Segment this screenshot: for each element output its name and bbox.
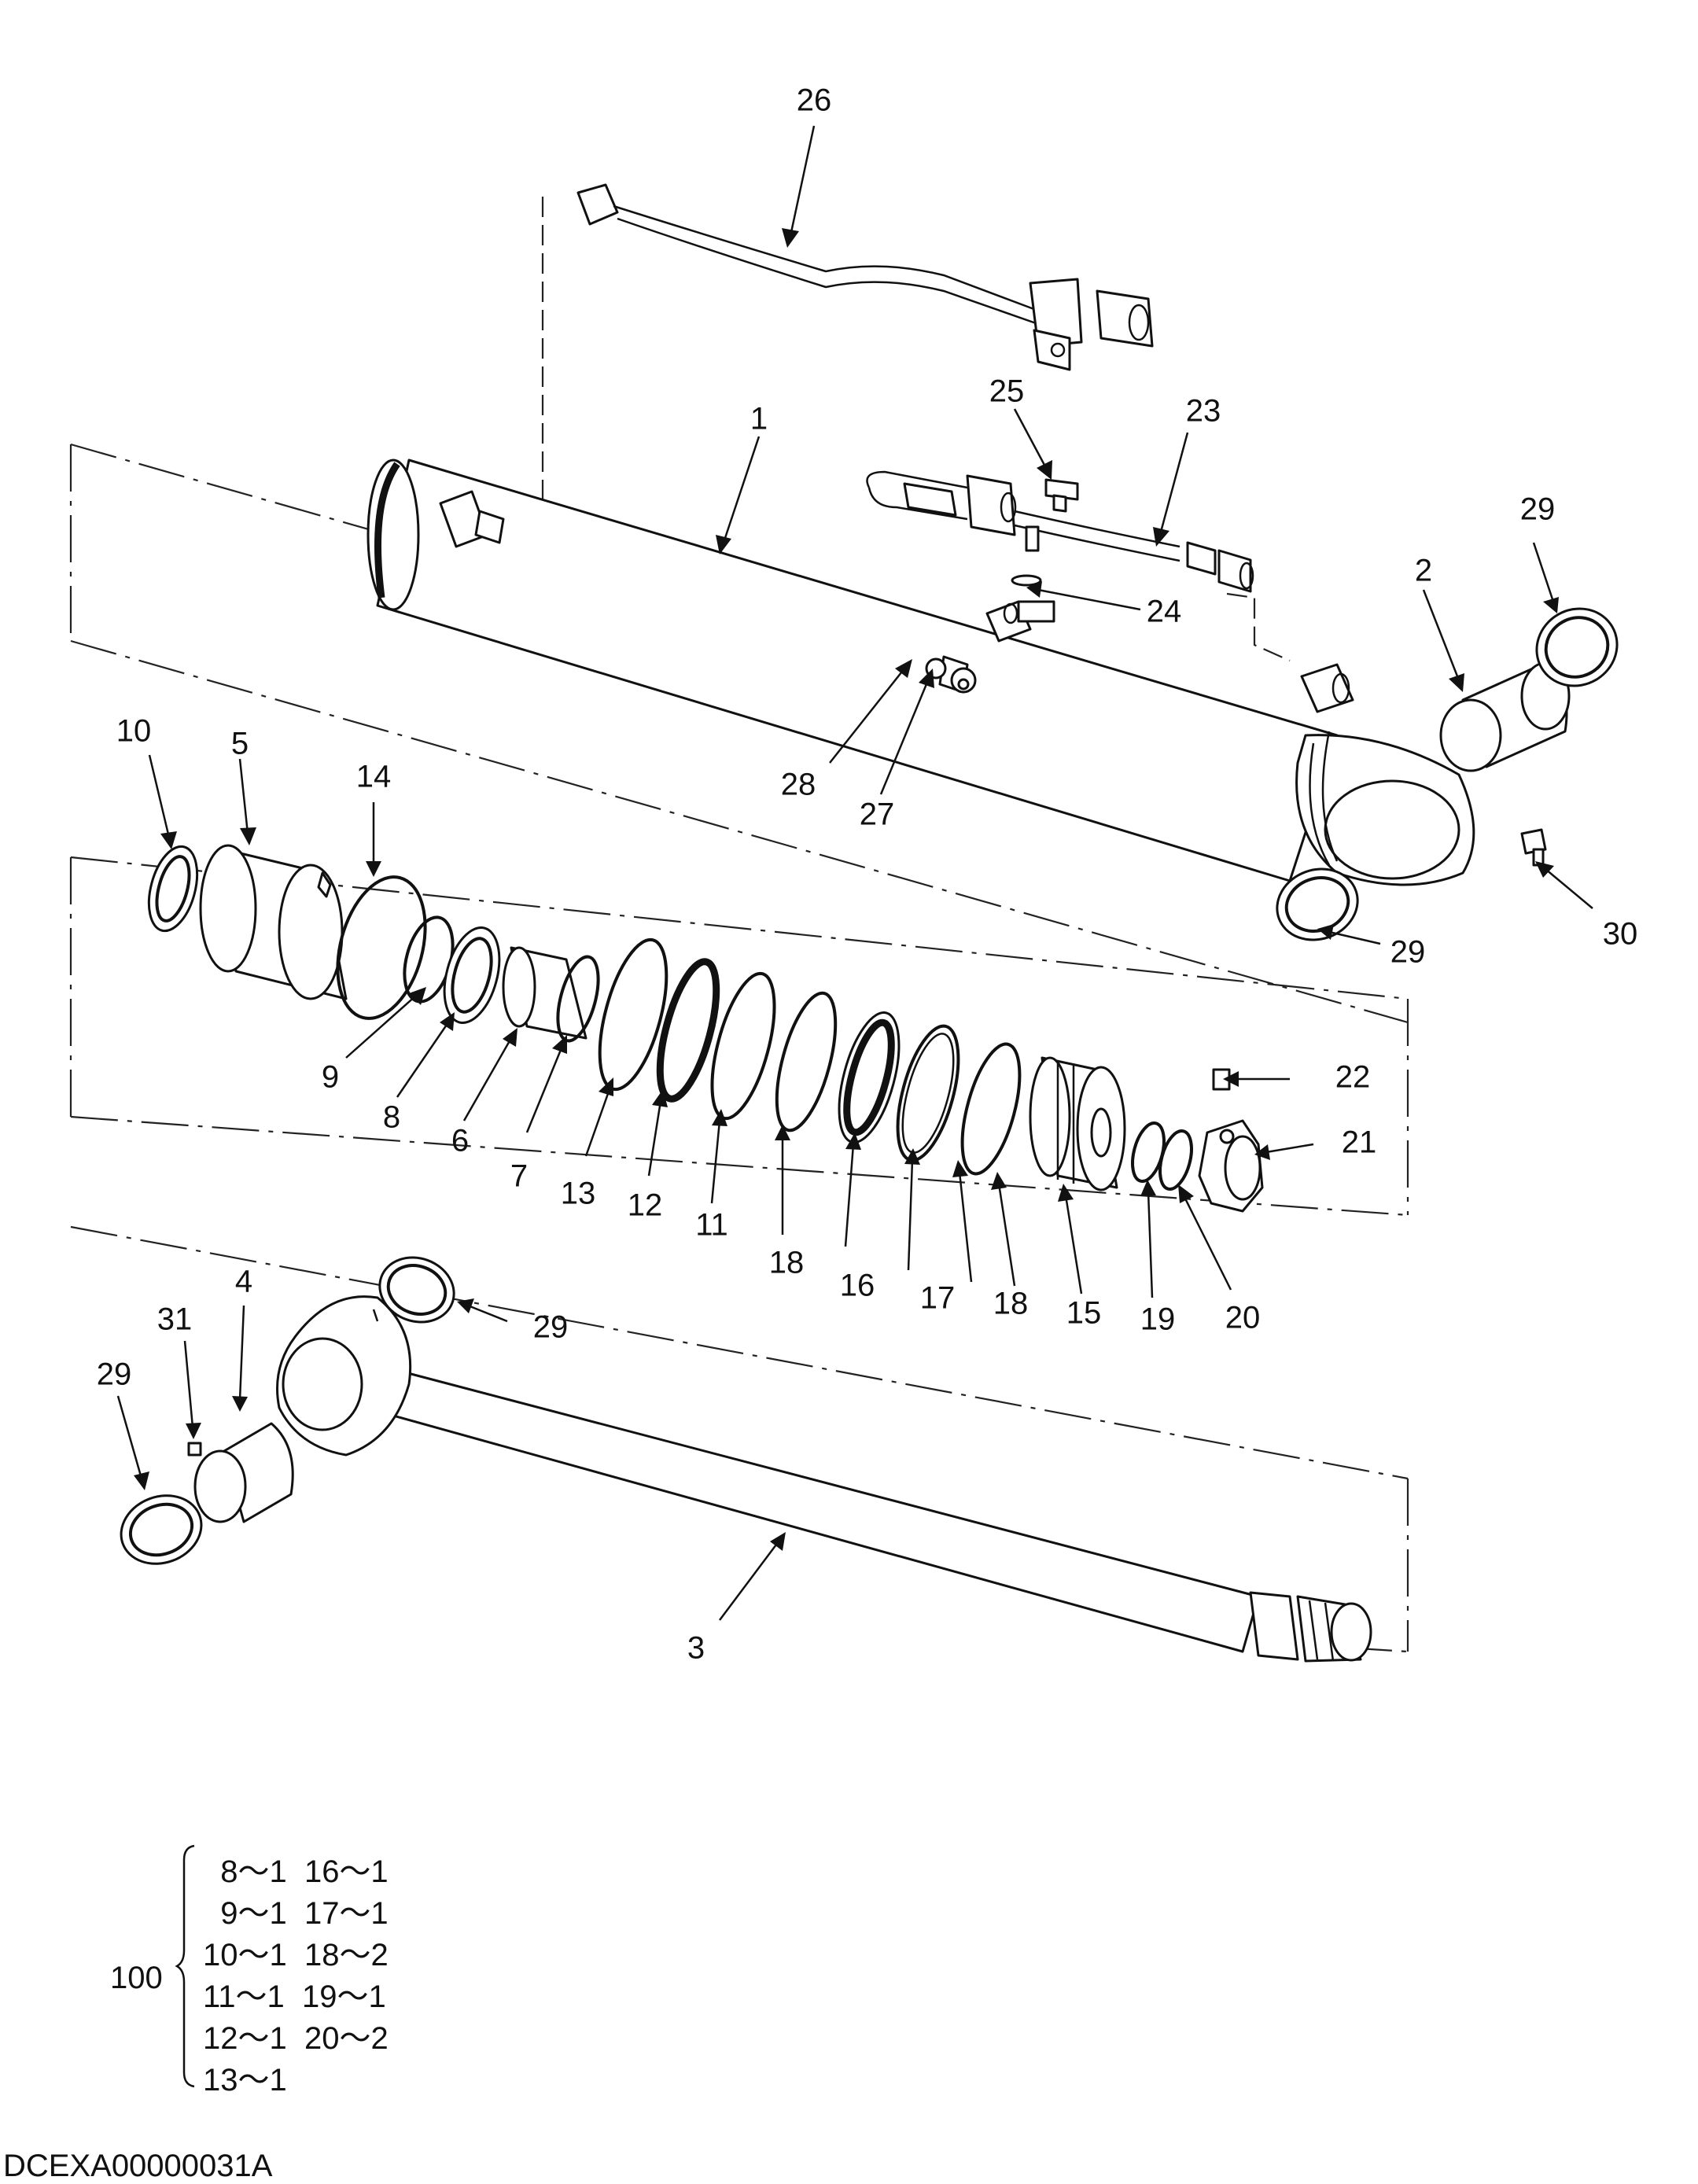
part-8-seal — [443, 926, 501, 1024]
part-14-o-ring — [336, 875, 427, 1020]
callout-2: 2 — [1415, 554, 1432, 588]
callout-11: 11 — [695, 1208, 728, 1243]
callout-25: 25 — [989, 374, 1025, 409]
part-30-grease-fitting — [1520, 828, 1547, 867]
callout-labels: 26 1 25 23 24 29 2 28 27 29 30 10 5 14 9… — [97, 83, 1638, 1666]
kit-line: 12～1 20～2 — [203, 2021, 389, 2056]
callout-29-head: 29 — [1390, 935, 1426, 970]
callout-31: 31 — [157, 1302, 193, 1337]
part-26-pipe — [576, 183, 1154, 371]
callout-29-top-right: 29 — [1520, 492, 1556, 527]
callout-27: 27 — [860, 797, 895, 832]
part-15-piston — [1029, 1056, 1126, 1191]
callout-29-bottom-left: 29 — [97, 1357, 132, 1392]
callout-6: 6 — [451, 1124, 469, 1158]
callout-7: 7 — [510, 1159, 528, 1194]
part-13-ring — [598, 937, 669, 1092]
part-20-backup-ring — [1158, 1129, 1193, 1191]
callout-28: 28 — [781, 768, 816, 802]
part-29-seal-bottom-left — [120, 1494, 203, 1565]
part-12-ring — [656, 958, 720, 1103]
callout-5: 5 — [231, 727, 249, 761]
callout-14: 14 — [356, 760, 392, 794]
callout-3: 3 — [687, 1631, 705, 1666]
part-4-bushing — [193, 1422, 294, 1523]
callout-9: 9 — [322, 1060, 339, 1095]
part-5-rod-cover — [199, 844, 348, 1000]
callout-1: 1 — [750, 402, 768, 436]
callout-21: 21 — [1342, 1125, 1377, 1160]
part-18-ring-a — [775, 991, 838, 1133]
callout-18-b: 18 — [993, 1287, 1029, 1321]
part-22-set-screw — [1212, 1068, 1231, 1091]
callout-18-a: 18 — [769, 1246, 805, 1280]
callout-19: 19 — [1140, 1302, 1176, 1337]
part-21-nut — [1198, 1119, 1264, 1213]
callout-29-rod-eye: 29 — [533, 1310, 569, 1345]
document-code: DCEXA00000031A — [3, 2149, 273, 2183]
kit-line: 8～1 16～1 — [203, 1854, 389, 1889]
kit-line: 10～1 18～2 — [203, 1938, 389, 1972]
callout-24: 24 — [1147, 595, 1182, 629]
part-29-seal-top-right — [1535, 607, 1619, 687]
kit-line: 11～1 19～1 — [203, 1980, 386, 2014]
kit-label: 100 — [110, 1961, 163, 1995]
callout-26: 26 — [797, 83, 832, 118]
callout-22: 22 — [1335, 1060, 1371, 1095]
callout-15: 15 — [1066, 1296, 1102, 1331]
part-29-seal-rod-eye — [378, 1256, 455, 1324]
leader-lines — [116, 125, 1593, 1621]
kit-line: 13～1 — [203, 2063, 287, 2097]
part-1-cylinder-tube — [366, 459, 1475, 886]
callout-8: 8 — [383, 1100, 400, 1135]
callout-23: 23 — [1186, 394, 1221, 429]
part-24-washer — [1011, 574, 1042, 587]
part-31-grease-fitting — [187, 1442, 202, 1457]
part-16-seal — [838, 1011, 901, 1144]
part-18-ring-b — [960, 1042, 1022, 1176]
callout-17: 17 — [920, 1281, 956, 1316]
part-23-pipe — [866, 470, 1254, 623]
callout-16: 16 — [840, 1269, 875, 1303]
callout-10: 10 — [116, 714, 152, 749]
callout-4: 4 — [235, 1265, 252, 1299]
kit-line: 9～1 17～1 — [203, 1896, 389, 1931]
part-11-ring — [710, 971, 776, 1121]
callout-13: 13 — [561, 1177, 596, 1211]
callout-30: 30 — [1603, 917, 1638, 952]
part-6-bushing — [502, 946, 587, 1040]
part-10-dust-wiper — [147, 845, 199, 933]
callout-20: 20 — [1225, 1301, 1261, 1335]
part-3-piston-rod — [276, 1295, 1372, 1663]
callout-12: 12 — [628, 1188, 663, 1223]
part-25-bolt — [1044, 478, 1079, 513]
kit-brace — [175, 1844, 195, 2088]
